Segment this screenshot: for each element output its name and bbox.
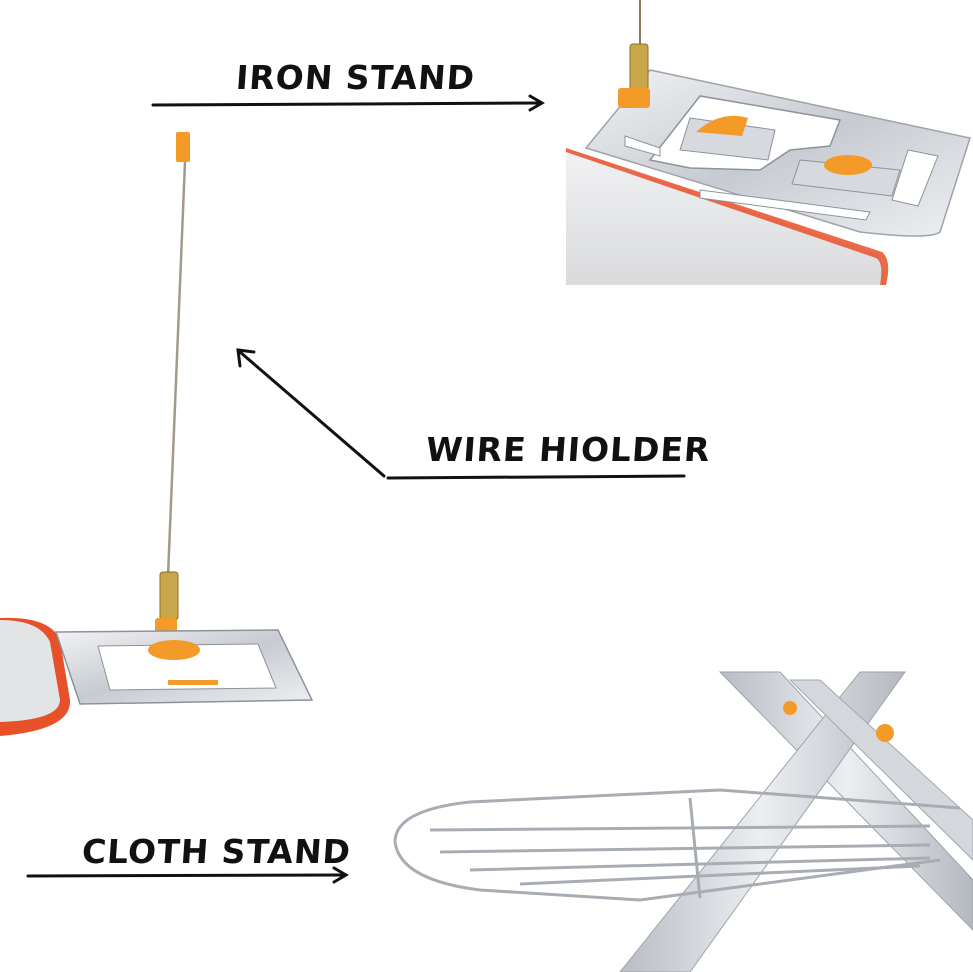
leg-front bbox=[619, 671, 906, 972]
arrow-right-icon-cloth bbox=[26, 866, 349, 884]
wire-holder-orange-pad bbox=[148, 640, 200, 660]
wire-holder-photo bbox=[0, 132, 314, 736]
cloth-rack bbox=[393, 788, 961, 902]
wire-holder-label: WIRE HIOLDER bbox=[424, 430, 712, 469]
board-surface bbox=[566, 148, 886, 285]
plate-slot-left bbox=[624, 135, 661, 157]
leg-rivet-2 bbox=[876, 724, 894, 742]
wire-holder-spring bbox=[159, 571, 179, 621]
arrow-up-left-icon bbox=[236, 348, 686, 480]
plate-slot-right bbox=[891, 149, 939, 207]
iron-stand-label: IRON STAND bbox=[234, 58, 477, 97]
wire-holder-orange-foot bbox=[168, 680, 218, 685]
wire-holder-base-clip bbox=[155, 618, 177, 634]
board-tip-cover bbox=[0, 620, 60, 722]
orange-pad-left bbox=[696, 115, 748, 136]
leg-rivet-1 bbox=[783, 701, 797, 715]
plate-slot-bottom bbox=[699, 189, 871, 221]
wire-holder-plate-cutout bbox=[97, 643, 277, 691]
wire-holder-rod bbox=[166, 161, 187, 577]
cloth-stand-label: CLOTH STAND bbox=[80, 832, 353, 871]
wire-holder-clip-top bbox=[176, 132, 190, 162]
wire-clip bbox=[618, 88, 650, 108]
board-edge bbox=[566, 148, 889, 285]
cloth-stand-photo bbox=[393, 671, 973, 972]
leg-third bbox=[788, 679, 973, 861]
orange-pad-right bbox=[824, 155, 872, 175]
iron-stand-photo bbox=[566, 0, 971, 285]
spring-coil bbox=[629, 43, 649, 91]
arrow-right-icon bbox=[151, 94, 545, 112]
